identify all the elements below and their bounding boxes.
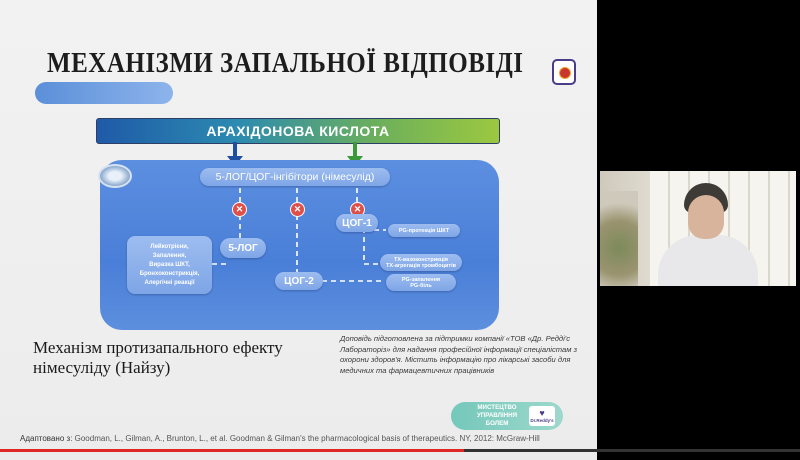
slide-title: МЕХАНІЗМИ ЗАПАЛЬНОЇ ВІДПОВІДІ (47, 48, 524, 80)
leukotrienes-line: Виразка ШКТ, (149, 261, 190, 268)
inhibitors-box: 5-ЛОГ/ЦОГ-інгібітори (німесулід) (200, 168, 390, 186)
subtitle-line: німесуліду (Найзу) (33, 358, 171, 377)
sponsor-disclaimer: Доповідь підготовлена за підтримки компа… (340, 334, 578, 375)
speaker-face (688, 195, 724, 239)
close-icon: ✕ (290, 202, 305, 217)
tx-line: TX-агрегація тромбоцитів (385, 262, 457, 269)
citation-prefix: Адаптовано з (20, 434, 71, 443)
arrow-stem-right (353, 142, 357, 158)
arachidonic-acid-bar: АРАХІДОНОВА КИСЛОТА (96, 118, 500, 144)
disc-icon (98, 164, 132, 188)
sponsor-logo: ♥ Dr.Reddy's (529, 406, 555, 426)
badge-line: УПРАВЛІННЯ БОЛЕМ (476, 412, 518, 427)
sponsor-logo-text: Dr.Reddy's (530, 418, 554, 423)
diagram-connectors (212, 188, 386, 282)
institution-logo-icon (552, 59, 576, 85)
tx-line: TX-вазоконстрикція (394, 256, 448, 263)
subtitle-line: Механізм протизапального ефекту (33, 338, 283, 357)
close-icon: ✕ (232, 202, 247, 217)
tx-box: TX-вазоконстрикція TX-агрегація тромбоци… (380, 254, 462, 271)
node-cox1: ЦОГ-1 (336, 214, 378, 232)
leukotrienes-line: Бронхоконстрикція, (139, 270, 200, 277)
slide-subtitle: Механізм протизапального ефекту німесулі… (33, 338, 343, 378)
leukotrienes-line: Алергічні реакції (144, 279, 195, 286)
video-progress-bar[interactable] (0, 449, 800, 452)
leukotrienes-box: Лейкотрієни, Запалення, Виразка ШКТ, Бро… (127, 236, 212, 294)
heart-icon: ♥ (539, 408, 545, 418)
pg-inflammation-line: PG-біль (410, 282, 432, 289)
pg-inflammation-box: PG-запалення PG-біль (386, 274, 456, 291)
presentation-slide: МЕХАНІЗМИ ЗАПАЛЬНОЇ ВІДПОВІДІ АРАХІДОНОВ… (0, 0, 597, 460)
node-cox2: ЦОГ-2 (275, 272, 323, 290)
video-progress-fill (0, 449, 464, 452)
leukotrienes-line: Запалення, (152, 252, 187, 259)
pg-inflammation-line: PG-запалення (401, 276, 441, 283)
speaker-body (658, 235, 758, 286)
badge-line: МИСТЕЦТВО (477, 404, 517, 411)
event-badge: МИСТЕЦТВО УПРАВЛІННЯ БОЛЕМ ♥ Dr.Reddy's (451, 402, 563, 430)
citation: Адаптовано з: Goodman, L., Gilman, A., B… (20, 433, 580, 444)
pg-protection-box: PG-протекція ШКТ (388, 224, 460, 237)
node-5log: 5-ЛОГ (220, 238, 266, 258)
badge-title: МИСТЕЦТВО УПРАВЛІННЯ БОЛЕМ (471, 404, 523, 428)
speaker-video (600, 171, 796, 286)
citation-text: : Goodman, L., Gilman, A., Brunton, L., … (70, 434, 540, 443)
speaker-figure (658, 179, 778, 286)
video-plant (600, 191, 638, 286)
leukotrienes-line: Лейкотрієни, (150, 243, 189, 250)
arrow-stem-left (233, 142, 237, 158)
title-accent-bar (35, 82, 173, 104)
